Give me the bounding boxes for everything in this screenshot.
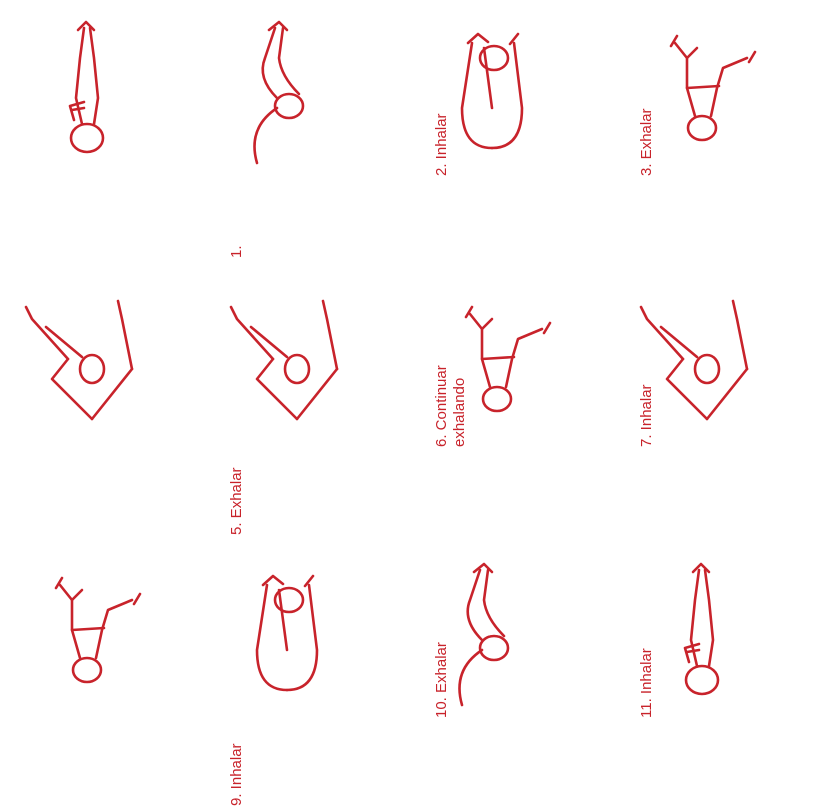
pose-cell: 12. Exhalar xyxy=(615,542,819,745)
arching-back-icon xyxy=(217,18,367,168)
forward-fold-icon xyxy=(422,18,572,168)
v-sit-icon xyxy=(12,289,162,439)
pose-number: 9. xyxy=(228,793,245,806)
v-sit-icon xyxy=(627,289,777,439)
arching-back-icon xyxy=(422,560,572,710)
pose-number: 5. xyxy=(228,522,245,535)
pose-caption: 9. Inhalar xyxy=(228,743,246,806)
pose-cell: 8. Exhalar xyxy=(615,271,819,474)
pose-breath-label: Exhalar xyxy=(228,467,245,518)
pose-caption: 5. Exhalar xyxy=(228,467,246,535)
pose-caption: 1. xyxy=(228,245,246,258)
pose-breath-label: Inhalar xyxy=(228,743,245,789)
lying-supine-icon xyxy=(12,18,162,168)
lying-supine-icon xyxy=(627,560,777,710)
knees-to-chest-icon xyxy=(627,18,777,168)
v-sit-icon xyxy=(217,289,367,439)
knees-to-chest-icon xyxy=(12,560,162,710)
pose-cell: 4. Inhalar xyxy=(615,0,819,203)
knees-to-chest-icon xyxy=(422,289,572,439)
pose-number: 1. xyxy=(228,245,245,258)
forward-fold-icon xyxy=(217,560,367,710)
